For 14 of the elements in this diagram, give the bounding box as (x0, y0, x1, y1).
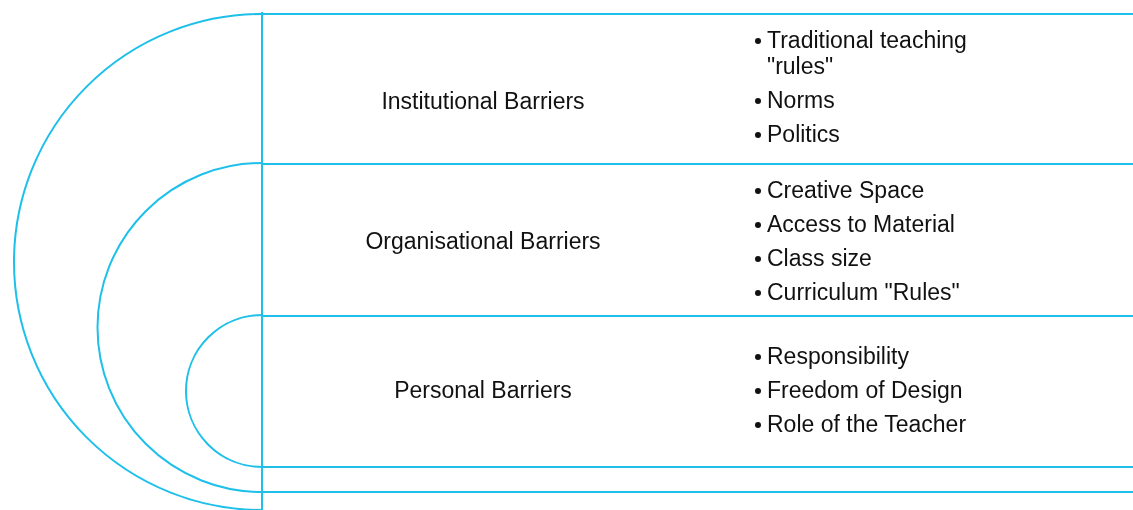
list-item-text: Politics (767, 121, 840, 147)
list-item-text: Creative Space (767, 177, 925, 203)
barrier-band (263, 315, 1133, 468)
list-item-text: Norms (767, 87, 835, 113)
list-item-text: Responsibility (767, 343, 909, 369)
band-title: Organisational Barriers (364, 228, 602, 255)
list-item-text: Role of the Teacher (767, 411, 967, 437)
list-item-text: Traditional teaching "rules" (767, 27, 968, 79)
list-item-text: Curriculum "Rules" (767, 279, 960, 305)
list-item-text: Class size (767, 245, 872, 271)
band-title: Personal Barriers (393, 377, 573, 404)
list-item-text: Freedom of Design (767, 377, 963, 403)
list-item-text: Access to Material (767, 211, 955, 237)
band-title: Institutional Barriers (380, 88, 586, 115)
